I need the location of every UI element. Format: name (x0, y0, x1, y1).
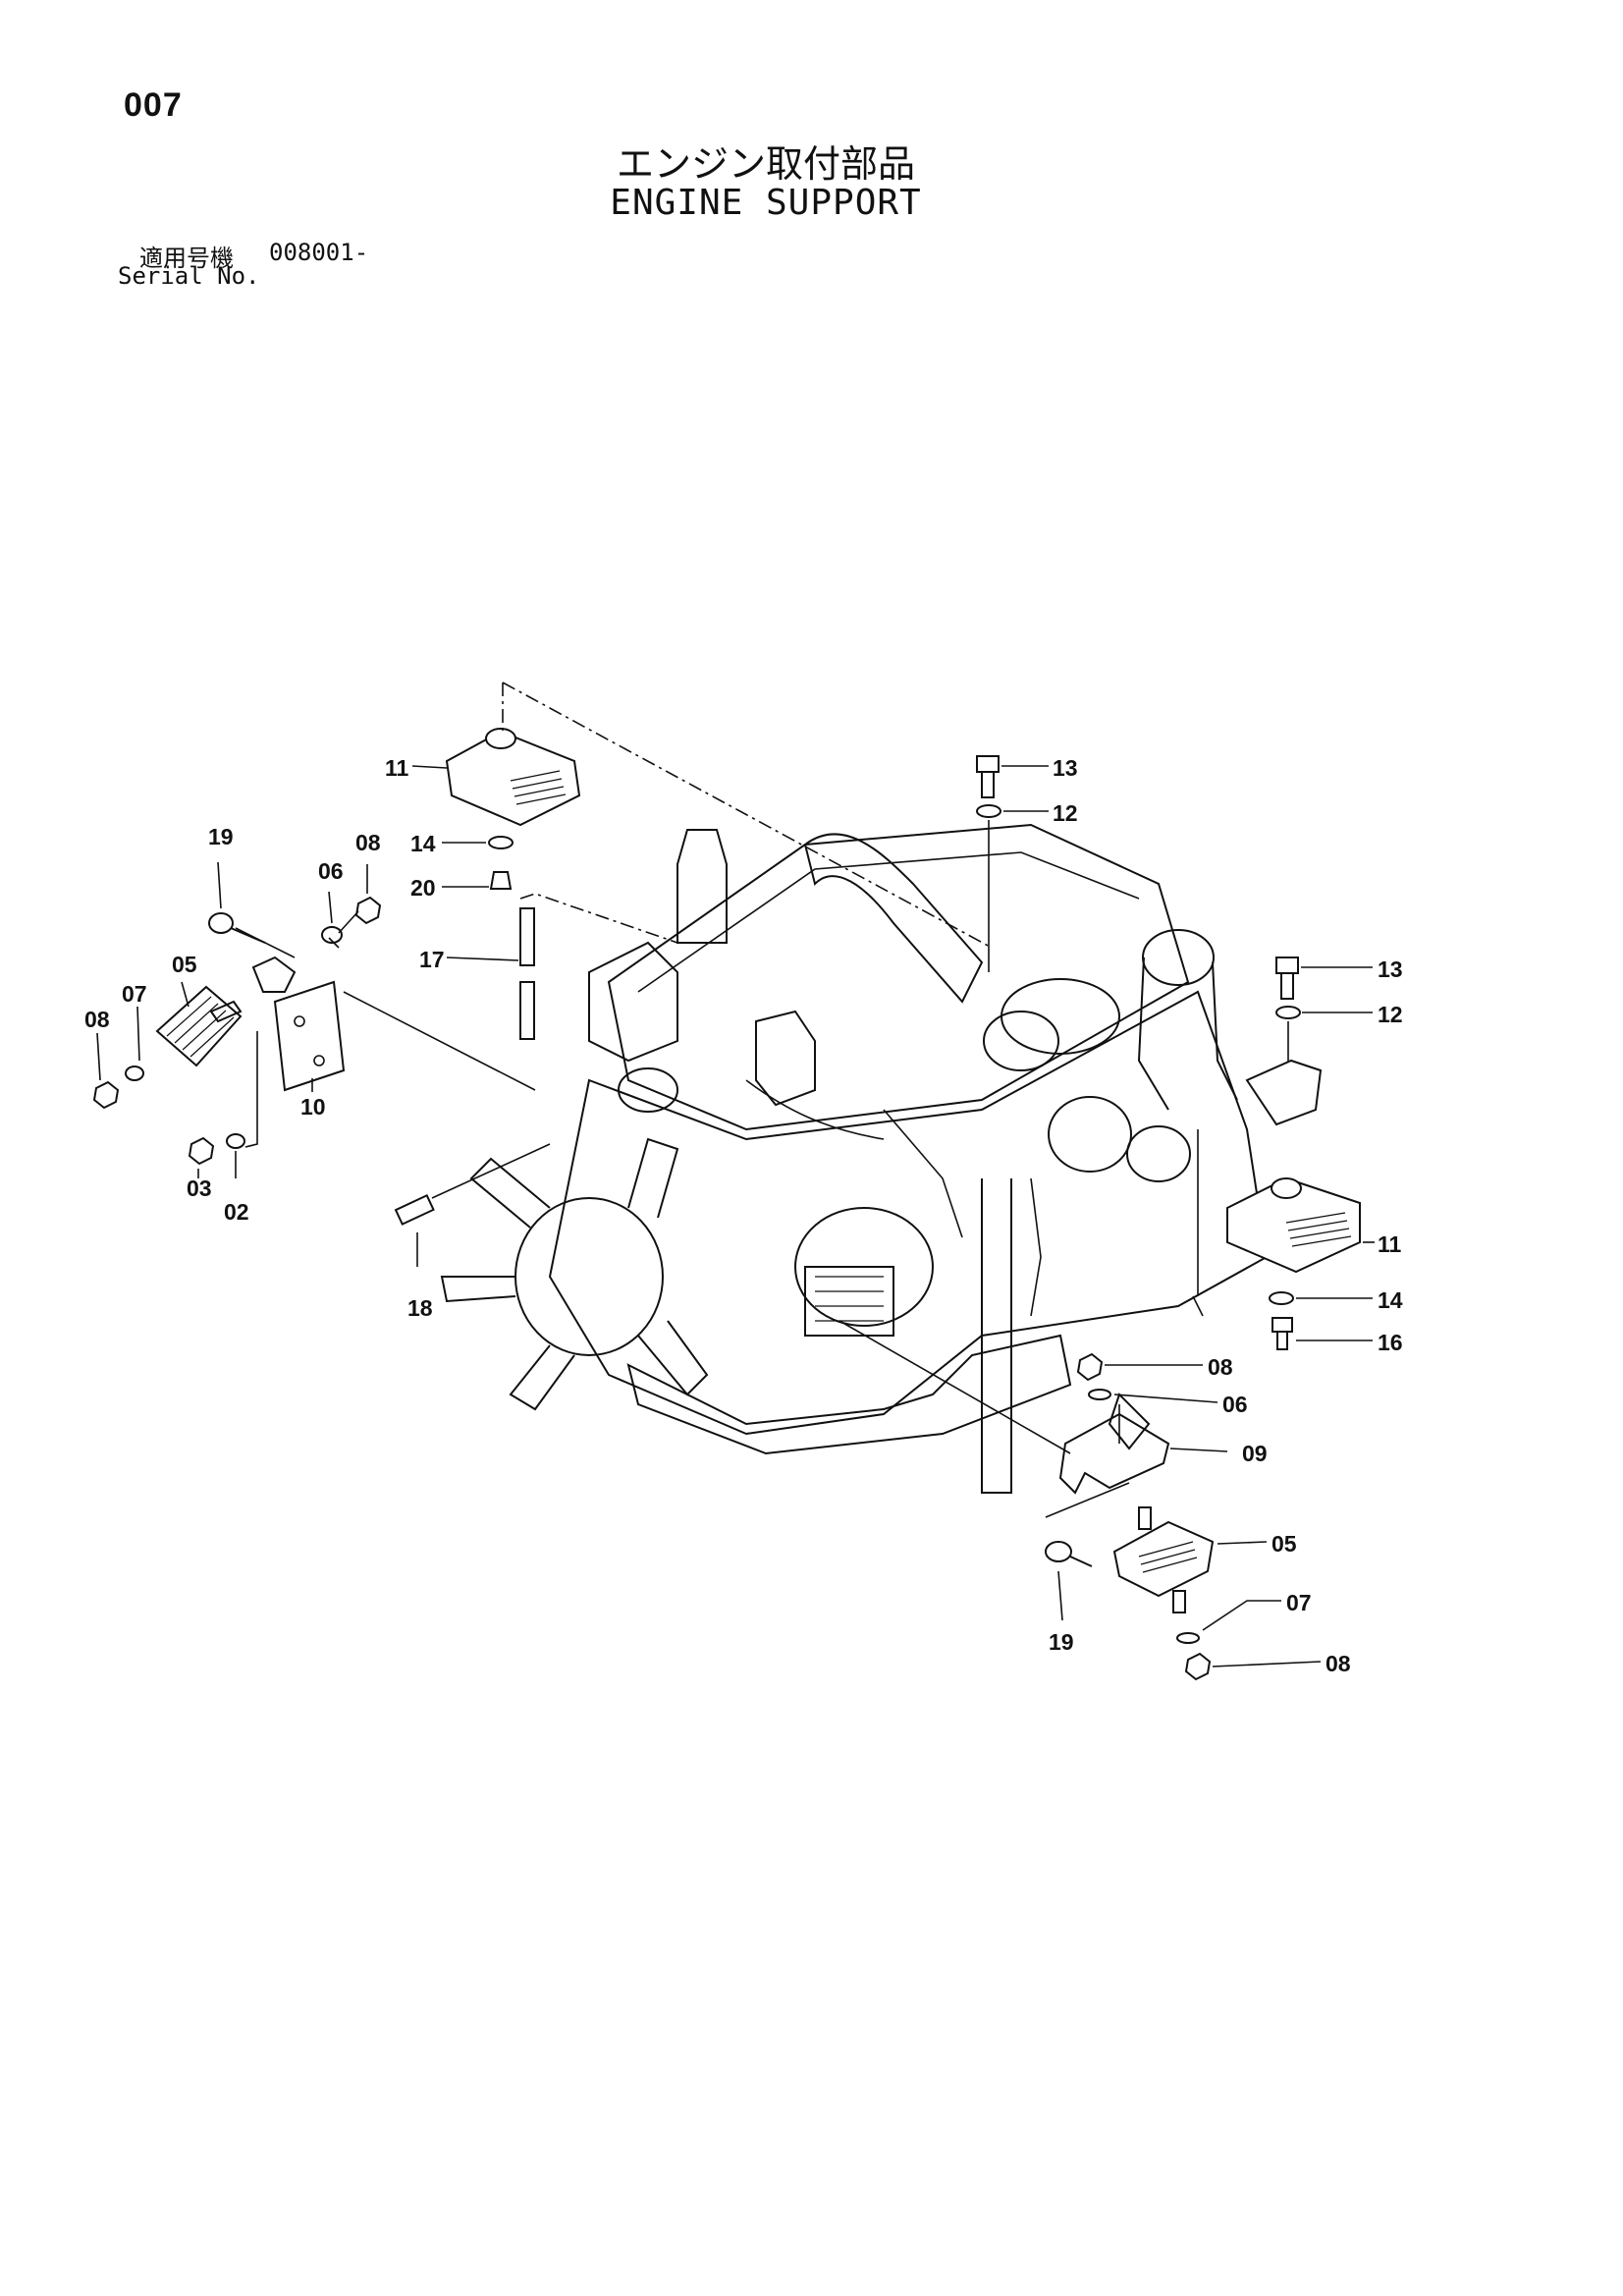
serial-label-english: Serial No. (118, 262, 260, 290)
callout-03: 03 (187, 1175, 212, 1201)
callout-06-left: 06 (318, 858, 344, 884)
callout-12-right: 12 (1378, 1002, 1403, 1027)
top-mount-assembly (445, 682, 993, 1040)
page-number: 007 (124, 86, 183, 124)
left-mount-assembly (92, 896, 551, 1226)
callout-12-center: 12 (1053, 800, 1078, 826)
callout-13-center: 13 (1053, 755, 1078, 781)
callout-13-right: 13 (1378, 957, 1403, 982)
callout-11-right: 11 (1378, 1231, 1402, 1257)
callout-17: 17 (419, 947, 445, 972)
callout-05-lower-right: 05 (1271, 1531, 1297, 1557)
callout-19-lower-right: 19 (1049, 1629, 1074, 1655)
callout-11-top: 11 (385, 755, 409, 781)
title-english: ENGINE SUPPORT (610, 183, 922, 223)
title-japanese: エンジン取付部品 (616, 142, 915, 186)
nut-08-left (92, 1080, 120, 1110)
callout-08-lower-right-bottom: 08 (1325, 1651, 1351, 1676)
callout-10: 10 (300, 1094, 326, 1120)
callout-14-right: 14 (1378, 1287, 1403, 1313)
callout-05-left: 05 (172, 952, 197, 977)
callout-08-left: 08 (84, 1007, 110, 1032)
callout-07-left: 07 (122, 981, 147, 1007)
callout-20: 20 (410, 875, 436, 901)
callout-14-top: 14 (410, 831, 436, 856)
callout-labels: 11 19 14 06 08 20 05 17 07 08 10 03 02 1… (84, 755, 1403, 1676)
callout-08-upper-left: 08 (355, 830, 381, 855)
serial-value: 008001- (269, 239, 369, 266)
right-mount-assembly (976, 755, 1361, 1350)
callout-18: 18 (407, 1295, 433, 1321)
callout-06-lower-right: 06 (1222, 1392, 1248, 1417)
engine-block-drawing (440, 823, 1269, 1494)
callout-19-left: 19 (208, 824, 234, 849)
callout-16: 16 (1378, 1330, 1403, 1355)
lower-right-mount-assembly (839, 1320, 1215, 1681)
serial-label-japanese: 適用号機 (139, 245, 234, 272)
callout-07-lower-right: 07 (1286, 1590, 1312, 1615)
callout-09: 09 (1242, 1441, 1268, 1466)
callout-02: 02 (224, 1199, 249, 1225)
callout-08-lower-right-top: 08 (1208, 1354, 1233, 1380)
callout-leaders (96, 765, 1375, 1667)
